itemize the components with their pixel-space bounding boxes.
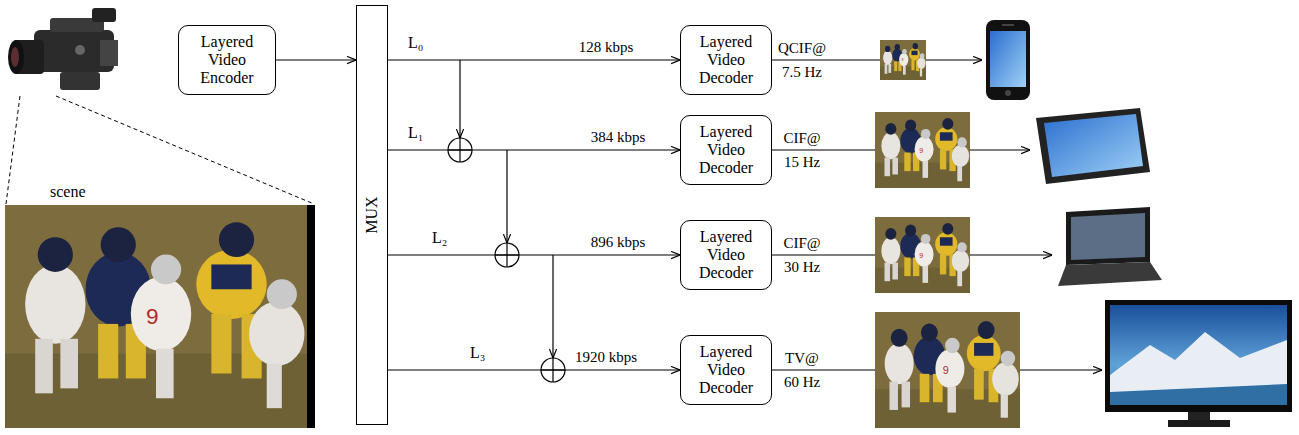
decoder-box: Layered Video Decoder — [680, 25, 772, 95]
phone-icon — [990, 31, 1026, 87]
laptop-icon — [1066, 207, 1150, 265]
laptop-icon — [1058, 207, 1162, 286]
decoded-thumbnails — [880, 40, 926, 80]
layer-name: L₃ — [470, 344, 485, 362]
connector-arrow — [388, 59, 680, 60]
tv-icon — [1168, 420, 1230, 427]
output-wires — [970, 149, 1030, 150]
phone-icon — [1002, 24, 1014, 26]
tablet-icon — [1036, 108, 1150, 184]
output-wires — [1020, 369, 1102, 370]
camera-illustration — [75, 45, 85, 55]
decoded-thumbnails — [875, 217, 970, 293]
scene-photo — [5, 205, 315, 428]
camera-illustration — [8, 40, 24, 74]
phone-icon — [986, 20, 1030, 100]
output-wires — [772, 149, 875, 150]
output-wires — [772, 254, 875, 255]
bitrate-label: 1920 kbps — [573, 349, 639, 366]
decoder-box: Layered Video Decoder — [680, 335, 772, 405]
layer-name: L₂ — [432, 229, 447, 247]
decoder-box: Layered Video Decoder — [680, 220, 772, 290]
tv-icon — [1110, 305, 1287, 405]
camera-illustration — [60, 72, 100, 90]
bitrate-label: 384 kbps — [589, 129, 648, 146]
scene-leader-lines — [6, 96, 20, 204]
camera-illustration — [11, 47, 19, 67]
camera-illustration — [100, 40, 118, 66]
layer-name: L₁ — [408, 124, 423, 142]
layer-wires — [459, 60, 460, 138]
scene-photo — [307, 205, 315, 428]
phone-icon — [986, 20, 1030, 100]
box-label: Layered Video Decoder — [687, 343, 765, 397]
format-label: QCIF@ 7.5 Hz — [776, 36, 828, 84]
format-label: CIF@ 15 Hz — [776, 126, 828, 174]
box-label: Layered Video Decoder — [687, 33, 765, 87]
box-label: Layered Video Encoder — [185, 33, 269, 87]
laptop-icon — [1071, 213, 1145, 260]
tv-icon — [1188, 412, 1210, 420]
bitrate-label: 896 kbps — [589, 234, 648, 251]
bitrate-label: 128 kbps — [577, 39, 636, 56]
tablet-icon — [1044, 114, 1143, 177]
camera-illustration — [92, 8, 116, 22]
connector-arrow — [388, 149, 680, 150]
tv-icon — [1110, 332, 1287, 405]
scene-leader-lines — [6, 96, 314, 204]
layer-name: L₀ — [408, 34, 423, 52]
layer-wires — [552, 255, 553, 358]
scene-label: scene — [50, 183, 86, 201]
decoded-thumbnails — [875, 112, 970, 188]
format-label: TV@ 60 Hz — [776, 346, 828, 394]
decoded-thumbnails — [875, 312, 1020, 428]
connector-arrow — [388, 254, 680, 255]
mux-box: MUX — [356, 5, 388, 425]
output-wires — [970, 254, 1052, 255]
adder-symbols — [448, 138, 565, 382]
output-wires — [926, 59, 982, 60]
box-label: Layered Video Decoder — [687, 228, 765, 282]
connector-arrow — [276, 59, 356, 60]
output-wires — [772, 369, 875, 370]
layer-wires — [460, 60, 553, 358]
decoder-box: Layered Video Decoder — [680, 115, 772, 185]
box-label: MUX — [363, 196, 381, 233]
camera-illustration — [8, 8, 118, 90]
encoder-box: Layered Video Encoder — [178, 25, 276, 95]
tv-icon — [1110, 384, 1287, 405]
tv-icon — [1105, 300, 1292, 427]
box-label: Layered Video Decoder — [687, 123, 765, 177]
scene-leader-lines — [56, 96, 314, 204]
laptop-icon — [1058, 262, 1162, 286]
scene-photo — [5, 205, 307, 428]
output-wires — [772, 59, 880, 60]
tablet-icon — [1036, 108, 1150, 184]
tv-icon — [1105, 300, 1292, 412]
layer-wires — [506, 150, 507, 243]
format-label: CIF@ 30 Hz — [776, 231, 828, 279]
connector-arrow — [388, 369, 680, 370]
phone-icon — [1005, 90, 1011, 96]
